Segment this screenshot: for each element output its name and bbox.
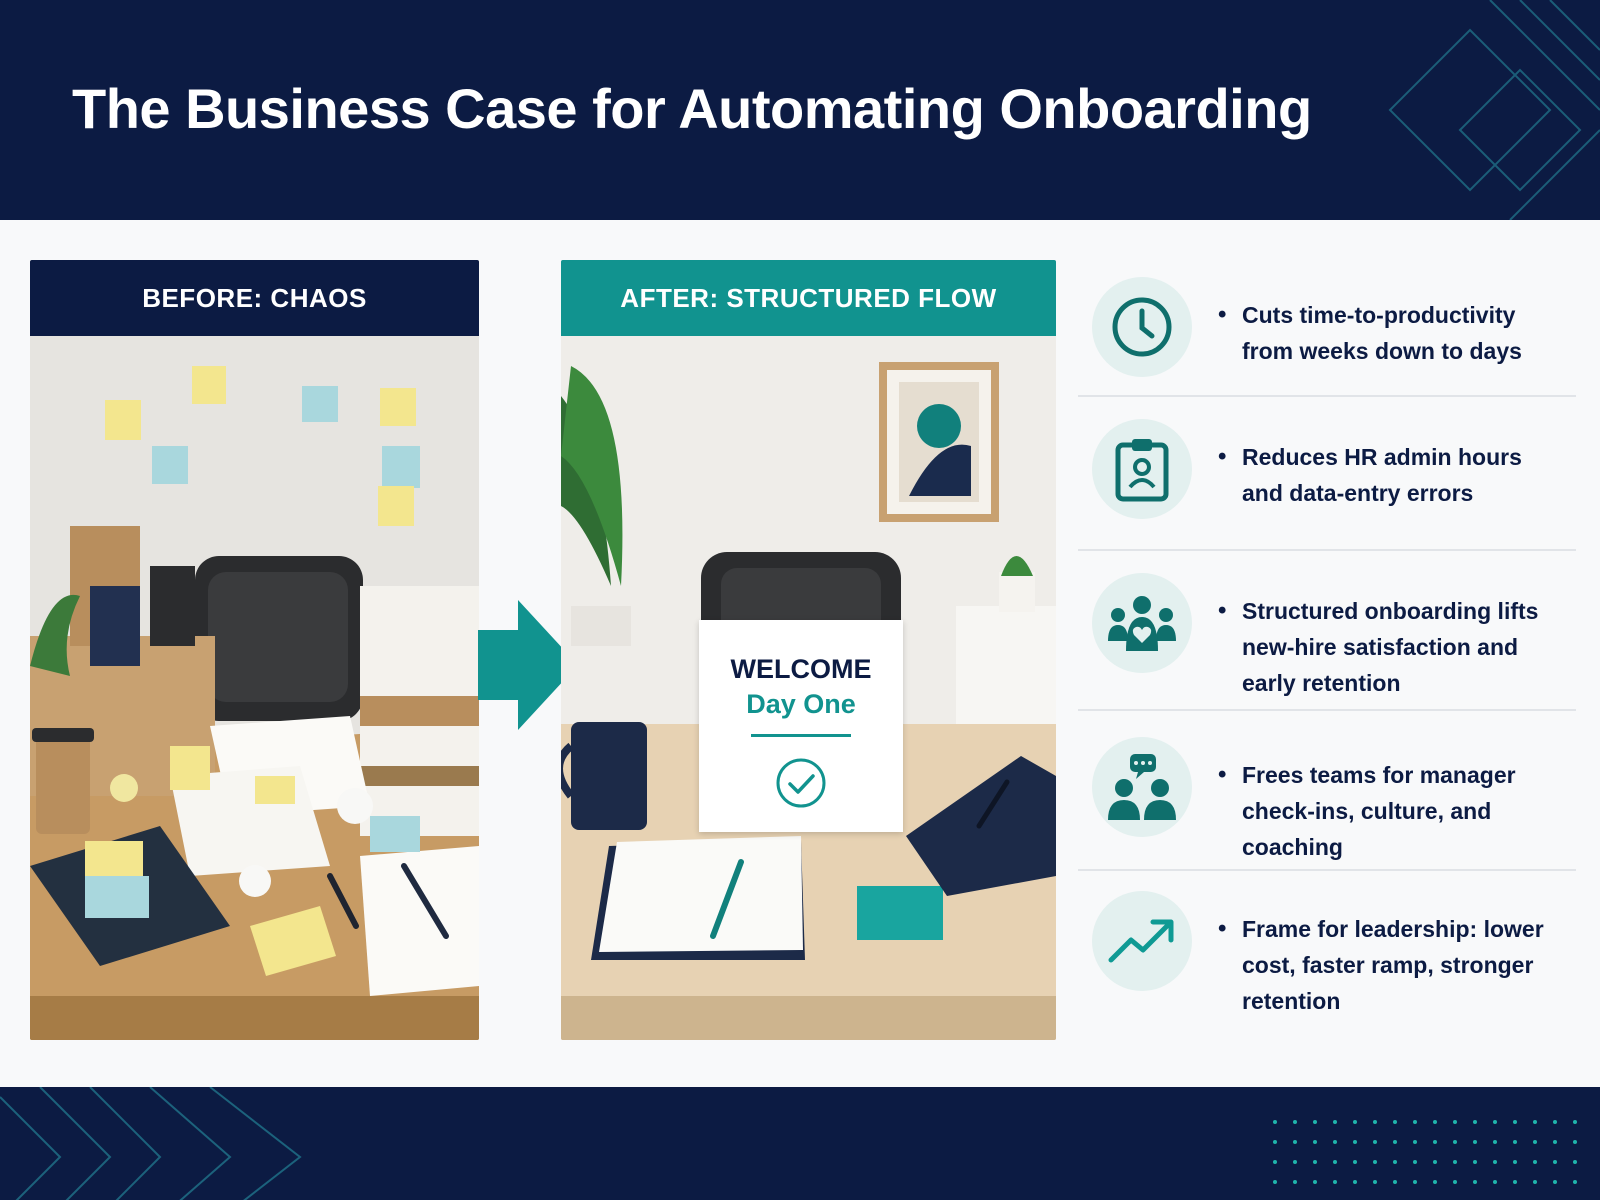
benefit-item-productivity: Cuts time-to-productivity from weeks dow… — [1092, 277, 1562, 395]
before-panel: BEFORE: CHAOS — [30, 260, 479, 1040]
after-panel-heading: AFTER: STRUCTURED FLOW — [561, 260, 1056, 336]
benefit-icon-background — [1092, 277, 1192, 377]
checkmark-circle-icon — [776, 758, 826, 808]
clock-icon — [1112, 297, 1172, 357]
footer-chevron-decoration — [0, 1087, 302, 1200]
benefit-text: Reduces HR admin hours and data-entry er… — [1218, 439, 1562, 511]
list-divider — [1078, 549, 1576, 551]
clipboard-user-icon — [1115, 439, 1169, 502]
benefit-item-satisfaction: Structured onboarding lifts new-hire sat… — [1092, 551, 1562, 709]
benefit-icon-background — [1092, 891, 1192, 991]
welcome-sign-title: WELCOME — [730, 654, 872, 684]
team-heart-icon — [1108, 596, 1176, 651]
list-divider — [1078, 709, 1576, 711]
welcome-sign: WELCOME Day One — [699, 620, 903, 832]
chaotic-desk-illustration — [30, 336, 479, 1040]
benefit-text: Frame for leadership: lower cost, faster… — [1218, 911, 1562, 1019]
header-banner: The Business Case for Automating Onboard… — [0, 0, 1600, 220]
list-divider — [1078, 869, 1576, 871]
welcome-sign-subtitle: Day One — [746, 689, 856, 719]
header-decoration — [1388, 0, 1600, 220]
benefit-icon-background — [1092, 419, 1192, 519]
benefits-list: Cuts time-to-productivity from weeks dow… — [1078, 277, 1576, 1021]
after-panel: AFTER: STRUCTURED FLOW — [561, 260, 1056, 1040]
chat-people-icon — [1108, 754, 1176, 820]
before-panel-heading: BEFORE: CHAOS — [30, 260, 479, 336]
footer-dot-pattern — [1273, 1120, 1577, 1184]
benefit-text: Cuts time-to-productivity from weeks dow… — [1218, 297, 1562, 369]
content-area: BEFORE: CHAOS — [0, 220, 1600, 1087]
trend-up-icon — [1108, 919, 1174, 963]
benefit-icon-background — [1092, 573, 1192, 673]
benefit-text: Structured onboarding lifts new-hire sat… — [1218, 593, 1562, 701]
footer-banner — [0, 1087, 1600, 1200]
benefit-item-hr-admin: Reduces HR admin hours and data-entry er… — [1092, 397, 1562, 549]
welcome-sign-divider — [751, 734, 851, 737]
benefit-item-leadership: Frame for leadership: lower cost, faster… — [1092, 871, 1562, 1021]
list-divider — [1078, 395, 1576, 397]
benefit-text: Frees teams for manager check-ins, cultu… — [1218, 757, 1562, 865]
benefit-icon-background — [1092, 737, 1192, 837]
benefit-item-manager-time: Frees teams for manager check-ins, cultu… — [1092, 711, 1562, 869]
before-to-after-arrow-icon — [478, 600, 578, 730]
page-title: The Business Case for Automating Onboard… — [72, 77, 1312, 140]
